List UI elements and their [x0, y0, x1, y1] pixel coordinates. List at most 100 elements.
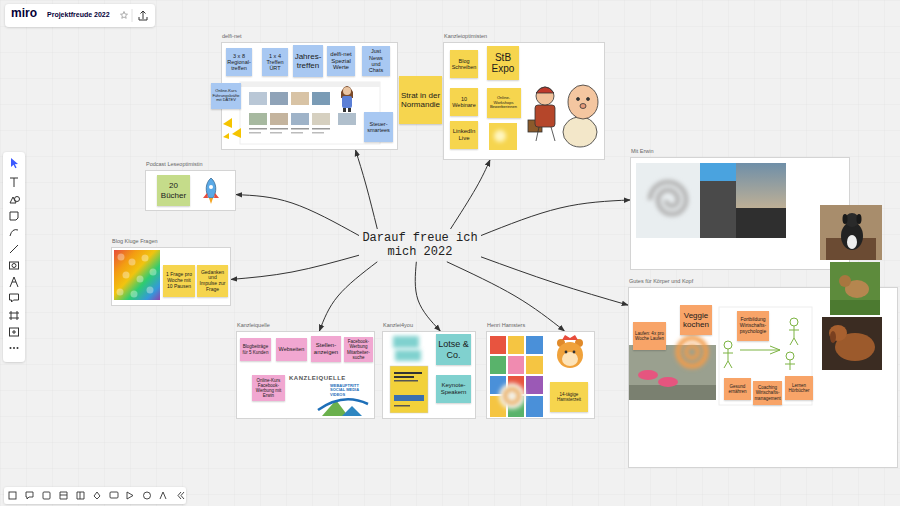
erwin-photos	[636, 163, 700, 238]
website-screenshot	[270, 92, 288, 105]
board-name: Projektfreude 2022	[47, 11, 110, 19]
website-screenshot	[270, 132, 282, 134]
sticky-text: Fortbildung Wirtschafts-psychologie	[739, 317, 767, 334]
curved-arrow	[451, 160, 490, 229]
board-frame: Mit Erwin	[630, 157, 850, 270]
website-screenshot	[312, 132, 324, 134]
website-screenshot	[249, 128, 267, 130]
note-collage-photo	[526, 336, 543, 354]
left-toolbar	[3, 152, 25, 362]
colour-balls-photo	[147, 287, 154, 294]
label-box: Projektfreude 2022	[47, 11, 110, 19]
avatar-figure	[348, 108, 351, 112]
blurred-note	[489, 123, 517, 150]
sticky-text: Online-Kurs Führungskräfte mit DATEV	[212, 89, 239, 103]
frame-title: Mit Erwin	[631, 149, 849, 155]
running-shoes-photo	[678, 338, 706, 366]
website-screenshot	[270, 113, 288, 125]
rocket-icon	[203, 193, 219, 198]
cartoon-figures	[587, 98, 590, 101]
hamster-icon	[557, 342, 583, 368]
sticky-note: delfi-net Spezial Werte	[327, 46, 355, 76]
colour-balls-photo	[114, 250, 160, 300]
colour-balls-photo	[123, 272, 130, 279]
bottom-toolbar	[4, 487, 186, 504]
left-toolbar	[10, 230, 18, 236]
dog-photo	[822, 317, 882, 370]
sticky-note: Veggie kochen	[680, 305, 712, 335]
left-toolbar	[10, 245, 18, 253]
colour-balls-photo	[118, 254, 125, 261]
running-shoes-photo	[658, 377, 678, 387]
colour-balls-photo	[142, 255, 149, 262]
note-collage-photo	[526, 376, 543, 394]
label-box: KANZLEIQUELLE	[289, 375, 346, 382]
sketch-figures	[785, 360, 795, 370]
frame-ground	[236, 331, 375, 419]
dog-photo	[847, 235, 857, 249]
sticky-text: Veggie kochen	[682, 311, 710, 329]
sticky-note: 1 x 4 Treffen ÜRT	[262, 48, 288, 76]
left-toolbar	[10, 262, 19, 269]
board-frame: Kanzlei4youLotse & Co.Keynote-Speakern	[382, 331, 476, 419]
sticky-text: Lernen Hörbücher	[787, 383, 811, 393]
cartoon-figures	[535, 105, 555, 127]
kanzleiquelle-logo	[318, 399, 368, 416]
bottom-toolbar	[77, 492, 84, 499]
avatar-figure	[343, 87, 351, 95]
board-frame: Henri Hamsters14-tägige Hamsterzeit	[486, 331, 595, 419]
left-toolbar	[10, 277, 18, 287]
dog-photo	[830, 262, 880, 315]
board-frame: delfi-net3 x 8 Regional-treffen1 x 4 Tre…	[221, 42, 398, 150]
sketch-figures	[789, 326, 799, 345]
website-screenshot	[312, 113, 330, 125]
avatar-figure	[341, 86, 353, 112]
website-screenshot	[291, 92, 309, 105]
sticky-note: Lernen Hörbücher	[785, 376, 813, 400]
curved-arrow	[356, 150, 378, 229]
sticky-text: Blog Schreiben	[452, 58, 477, 71]
website-screenshot	[249, 92, 267, 105]
left-toolbar	[3, 152, 25, 362]
book-cover	[390, 366, 428, 413]
sticky-note: Fortbildung Wirtschafts-psychologie	[737, 311, 769, 341]
website-screenshot	[240, 82, 380, 144]
left-toolbar	[9, 311, 19, 320]
bottom-toolbar	[26, 492, 33, 499]
sketch-figures	[786, 352, 794, 360]
bottom-toolbar	[9, 492, 184, 499]
sticky-note: Keynote-Speakern	[436, 375, 471, 403]
colour-balls-photo	[150, 269, 157, 276]
sticky-note: Webseiten	[276, 338, 307, 361]
sticky-text: delfi-net Spezial Werte	[329, 51, 353, 72]
sticky-text: Jahres-treffen	[295, 52, 322, 70]
bottom-toolbar	[60, 492, 67, 499]
cartoon-figures	[563, 117, 597, 147]
dog-photo	[843, 214, 848, 224]
blurred-note	[494, 130, 506, 142]
sticky-text: Blogbeiträge für 5 Kunden	[242, 344, 269, 354]
sketch-figures	[790, 318, 798, 326]
sticky-note: 3 x 8 Regional-treffen	[226, 48, 252, 76]
note-collage-photo	[526, 356, 543, 374]
note-collage-photo	[490, 356, 506, 374]
frame-ground	[145, 170, 236, 211]
website-screenshot	[249, 132, 261, 134]
sticky-note: Blog Schreiben	[450, 50, 478, 78]
label-box: WEBAUFTRITT SOCIAL MEDIA VIDEOS	[330, 384, 366, 397]
book-cover	[394, 376, 414, 378]
running-shoes-photo	[686, 346, 698, 358]
sticky-text: Lotse & Co.	[438, 339, 469, 360]
sticky-note: LinkedIn Live	[450, 121, 478, 149]
sticky-text: Gesund ernähren	[726, 384, 749, 394]
hamster-icon	[565, 351, 568, 354]
kanzleiquelle-logo	[342, 406, 362, 416]
note-collage-photo	[490, 336, 506, 354]
board-frame: KanzleioptimistenBlog SchreibenStB Expo1…	[443, 42, 605, 160]
topic-text: Darauf freue ich mich 2022	[361, 231, 479, 260]
cartoon-figures	[536, 87, 554, 93]
